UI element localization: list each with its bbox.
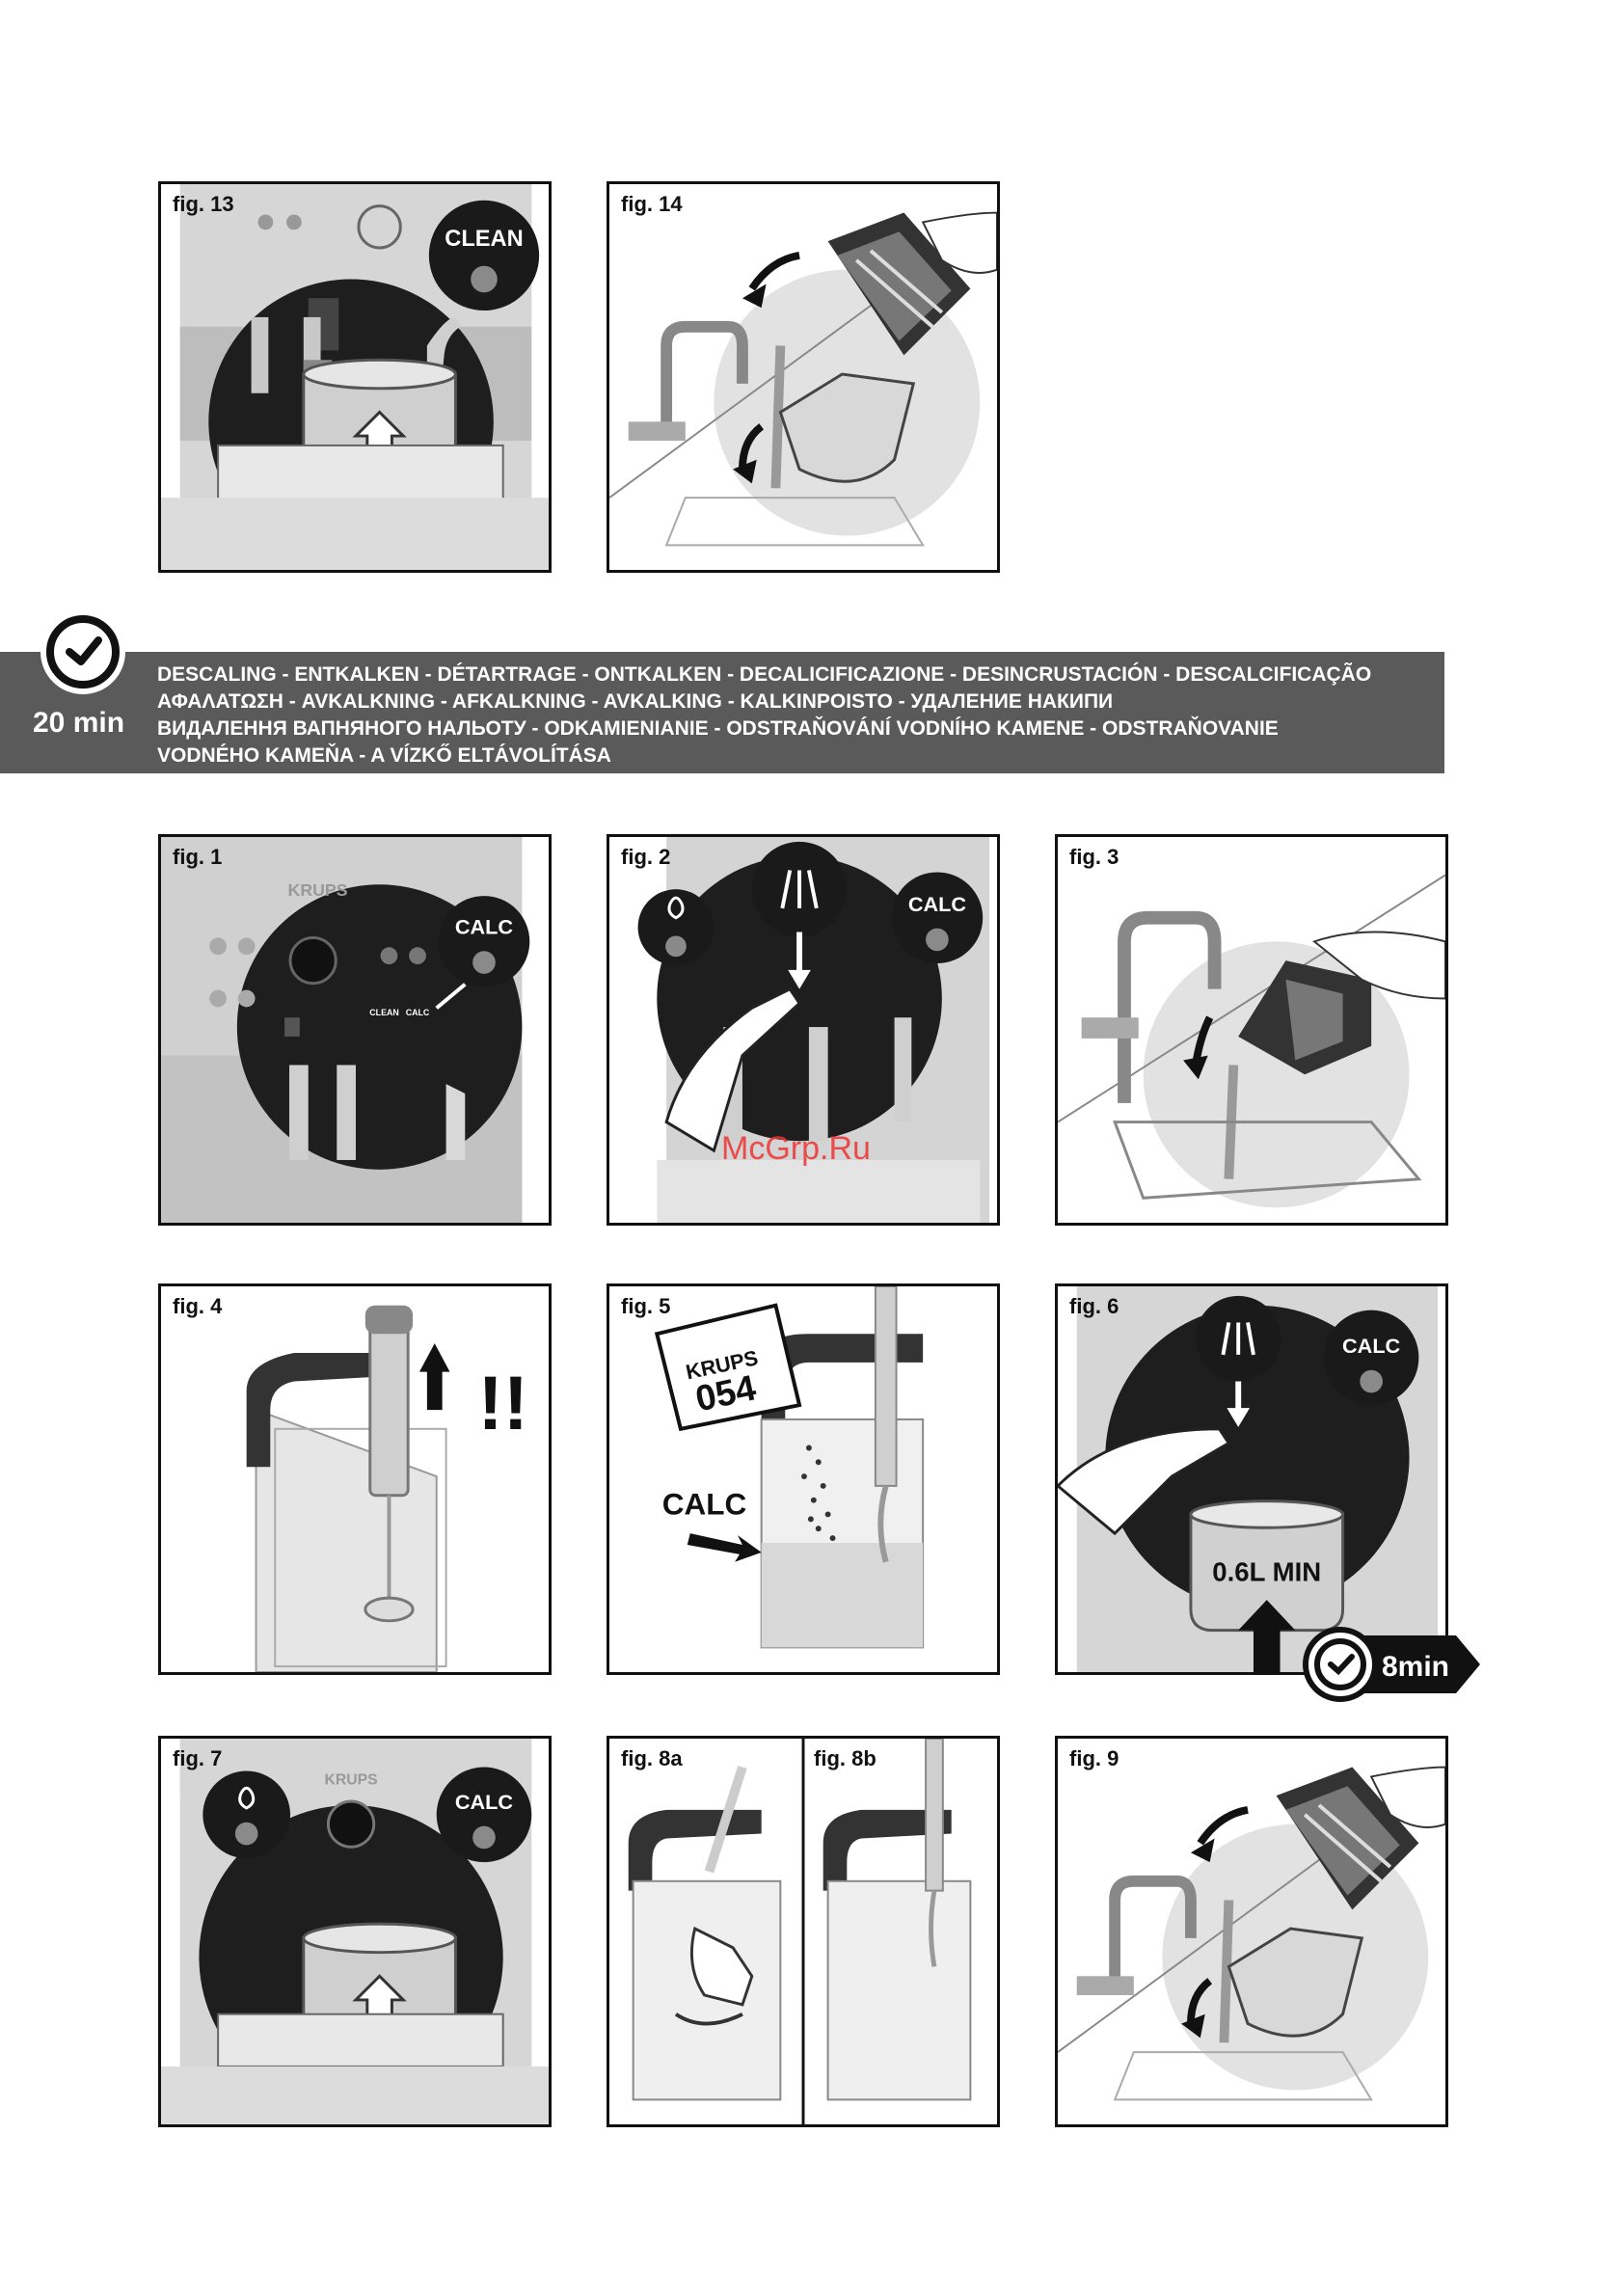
descaling-title-line: ΑΦΑΛΑΤΩΣΗ - AVKALKNING - AFKALKNING - AV… — [157, 690, 1114, 713]
rinse-cycle-illustration: CALC KRUPS — [161, 1739, 549, 2124]
timer-duration: 8min — [1382, 1651, 1449, 1683]
figure-8: fig. 8a fig. 8b — [607, 1736, 1000, 2127]
calc-button-label: CALC — [1342, 1334, 1401, 1358]
watermark: McGrp.Ru — [721, 1130, 871, 1167]
figure-label: fig. 1 — [173, 845, 223, 869]
clean-tank-illustration — [628, 1739, 972, 2124]
descaling-banner — [0, 652, 1444, 773]
start-descaling-illustration: CALC 0.6L MIN — [1058, 1286, 1439, 1672]
brand-logo: KRUPS — [324, 1771, 377, 1788]
clean-button-label: CLEAN — [445, 227, 523, 252]
figure-label: fig. 7 — [173, 1746, 223, 1770]
warning-marks: !! — [477, 1361, 527, 1445]
add-descaler-illustration: KRUPS 054 CALC — [654, 1286, 925, 1649]
rinse-tank-illustration — [1058, 874, 1445, 1208]
figure-label: fig. 4 — [173, 1294, 223, 1318]
figure-3: fig. 3 — [1055, 834, 1448, 1226]
figure-label: fig. 3 — [1069, 845, 1119, 869]
figure-label: fig. 2 — [621, 845, 671, 869]
figure-label: fig. 14 — [621, 192, 683, 216]
calc-button-label: CALC — [455, 914, 514, 938]
descaling-title-line: VODNÉHO KAMEŇA - A VÍZKŐ ELTÁVOLÍTÁSA — [157, 744, 611, 767]
clock-icon — [40, 609, 125, 694]
timer-tag: 8min — [1303, 1627, 1480, 1702]
figure-7: CALC KRUPS fig. 7 — [158, 1736, 552, 2127]
remove-filter-illustration: !! — [246, 1305, 528, 1672]
brand-logo: KRUPS — [288, 880, 348, 900]
descaling-title-line: ВИДАЛЕННЯ ВАПНЯНОГО НАЛЬОТУ - ODKAMIENIA… — [157, 717, 1279, 740]
figure-label: fig. 6 — [1069, 1294, 1119, 1318]
descaling-duration: 20 min — [33, 707, 125, 739]
minimum-volume-label: 0.6L MIN — [1212, 1556, 1321, 1586]
figure-5: KRUPS 054 CALC fig. 5 — [607, 1283, 1000, 1675]
figure-label: fig. 13 — [173, 192, 234, 216]
figure-14: fig. 14 — [607, 181, 1000, 573]
empty-container-illustration — [609, 211, 997, 547]
descaling-title-line: DESCALING - ENTKALKEN - DÉTARTRAGE - ONT… — [157, 663, 1372, 686]
figure-label: fig. 9 — [1069, 1746, 1119, 1770]
figure-label: fig. 8b — [814, 1746, 876, 1770]
calc-button-label: CALC — [908, 892, 967, 916]
clean-indicator-label: CLEAN — [369, 1008, 399, 1017]
figure-6: CALC 0.6L MIN fig. 6 — [1055, 1283, 1448, 1675]
figure-13: CLEAN fig. 13 — [158, 181, 552, 573]
empty-container-illustration — [1058, 1766, 1445, 2101]
calc-indicator-label: CALC — [406, 1008, 430, 1017]
descaling-title: DESCALING - ENTKALKEN - DÉTARTRAGE - ONT… — [157, 662, 1430, 770]
calc-button-label: CALC — [455, 1790, 514, 1814]
machine-cleaning-illustration: CLEAN — [161, 184, 549, 570]
calc-level-callout: CALC — [662, 1486, 747, 1521]
figure-2: CALC fig. 2 — [607, 834, 1000, 1226]
figure-1: CALC CLEAN CALC KRUPS fig. 1 — [158, 834, 552, 1226]
figure-label: fig. 5 — [621, 1294, 671, 1318]
figure-4: !! fig. 4 — [158, 1283, 552, 1675]
figure-label: fig. 8a — [621, 1746, 683, 1770]
figure-9: fig. 9 — [1055, 1736, 1448, 2127]
press-steam-button-illustration: CALC — [637, 837, 990, 1223]
machine-panel-illustration: CALC CLEAN CALC KRUPS — [161, 837, 530, 1223]
